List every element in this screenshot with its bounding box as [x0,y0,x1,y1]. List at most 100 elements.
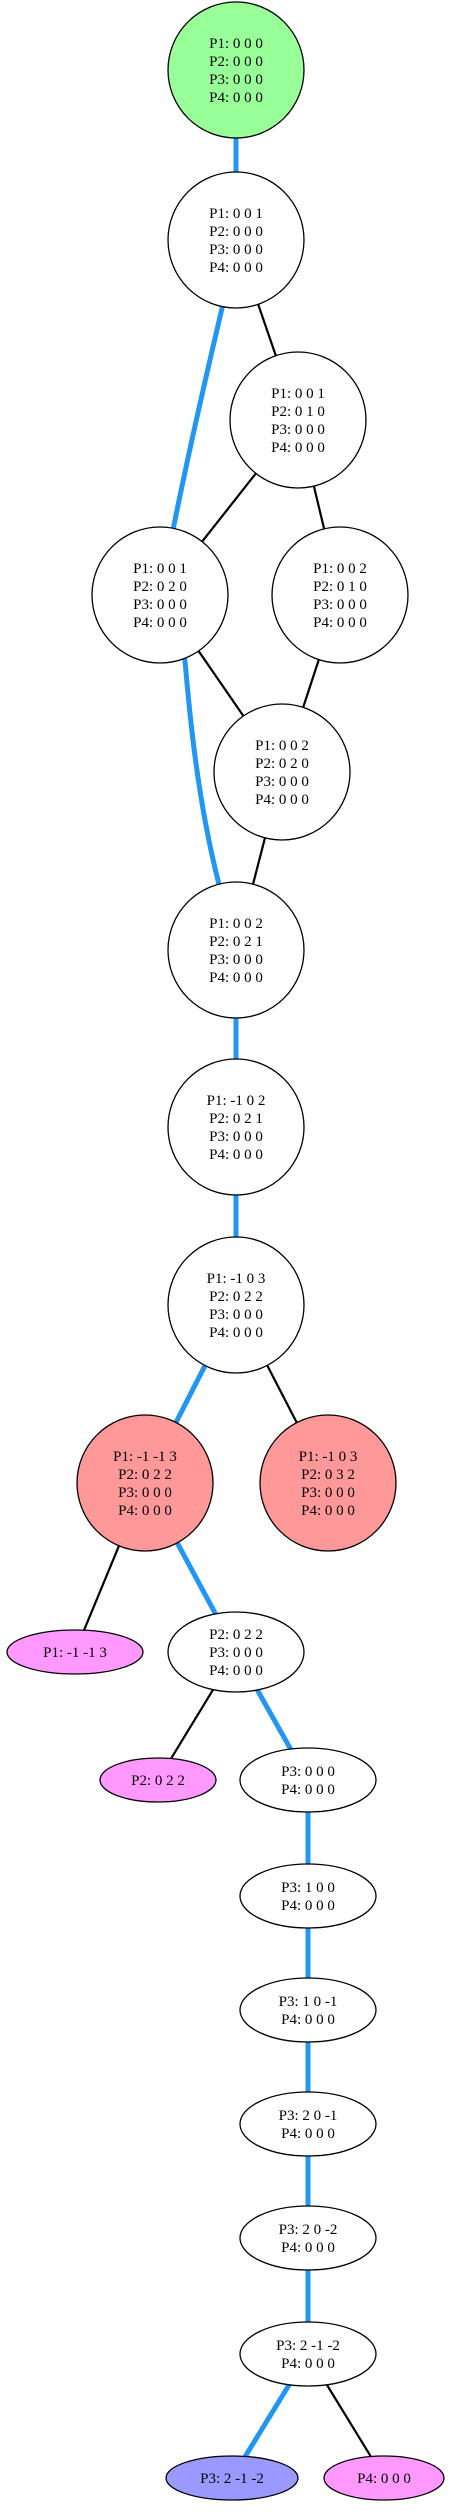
node-shape [76,1414,214,1552]
state-node-n19: P3: 2 0 -2 P4: 0 0 0 [239,2205,377,2271]
node-label-line: P2: 0 2 2 [209,1627,263,1643]
node-label-line: P4: 0 0 0 [281,1782,335,1798]
node-label-line: P4: 0 0 0 [209,1325,263,1341]
node-label-line: P3: 0 0 0 [255,774,309,790]
graph-edge [169,1688,215,1760]
state-node-n11: P1: -1 0 3P2: 0 3 2P3: 0 0 0P4: 0 0 0 [259,1414,397,1552]
node-label-line: P3: 0 0 0 [209,72,263,88]
node-label-line: P2: 0 1 0 [271,404,325,420]
node-shape [259,1414,397,1552]
state-node-n18: P3: 2 0 -1P4: 0 0 0 [239,2091,377,2157]
graph-edge [312,485,326,530]
node-label-line: P2: 0 2 0 [255,756,309,772]
graph-edge [197,649,245,718]
node-label-line: P3: 0 0 0 [133,597,187,613]
path-edge [173,1363,208,1425]
state-node-n20: P3: 2 -1 -2P4: 0 0 0 [239,2321,377,2387]
node-label-line: P1: -1 0 2 [207,1093,266,1109]
node-label-line: P2: 0 0 0 [209,54,263,70]
node-shape [239,2321,377,2387]
node-label-line: P1: 0 0 2 [255,738,309,754]
state-node-n9: P1: -1 0 3P2: 0 2 2P3: 0 0 0P4: 0 0 0 [167,1236,305,1374]
node-label-line: P4: 0 0 0 [271,440,325,456]
graph-edge [201,472,257,543]
state-node-n2: P1: 0 0 1 P2: 0 0 0 P3: 0 0 0 P4: 0 0 0 [167,171,305,309]
node-label-line: P3: 0 0 0 [271,422,325,438]
node-label-line: P4: 0 0 0 [118,1503,172,1519]
node-label-line: P2: 0 2 2 [131,1773,185,1789]
node-shape [229,351,367,489]
node-shape [271,526,409,664]
node-label-line: P3: 0 0 0 [301,1485,355,1501]
node-label-line: P3: 1 0 -1 [279,1994,338,2010]
node-label-line: P3: 2 -1 -2 [200,2471,264,2487]
node-label-line: P4: 0 0 0 [357,2471,411,2487]
state-node-n3: P1: 0 0 1P2: 0 1 0P3: 0 0 0P4: 0 0 0 [229,351,367,489]
node-label-line: P4: 0 0 0 [281,1898,335,1914]
node-label-line: P1: 0 0 2 [313,561,367,577]
state-node-n6: P1: 0 0 2 P2: 0 2 0 P3: 0 0 0 P4: 0 0 0 [213,703,351,841]
node-label-line: P3: 1 0 0 [281,1880,335,1896]
node-label-line: P4: 0 0 0 [209,1147,263,1163]
node-label-line: P3: 0 0 0 [313,597,367,613]
graph-edge [257,303,277,357]
state-node-n12: P1: -1 -1 3 [6,1629,144,1675]
node-label-line: P4: 0 0 0 [209,260,263,276]
node-label-line: P1: -1 0 3 [207,1271,266,1287]
state-node-n10: P1: -1 -1 3P2: 0 2 2P3: 0 0 0P4: 0 0 0 [76,1414,214,1552]
node-label-line: P1: 0 0 1 [133,561,187,577]
node-label-line: P2: 0 2 0 [133,579,187,595]
node-shape [323,2455,445,2501]
node-shape [167,1611,305,1693]
node-label-line: P4: 0 0 0 [209,90,263,106]
node-label-line: P3: 0 0 0 [209,1129,263,1145]
node-label-line: P3: 0 0 0 [209,952,263,968]
node-label-line: P3: 0 0 0 [209,242,263,258]
state-node-n21: P3: 2 -1 -2 [165,2455,299,2501]
state-node-n8: P1: -1 0 2 P2: 0 2 1 P3: 0 0 0 P4: 0 0 0 [167,1058,305,1196]
node-label-line: P4: 0 0 0 [301,1503,355,1519]
node-label-line: P4: 0 0 0 [281,2012,335,2028]
graph-edge [302,658,320,709]
node-label-line: P4: 0 0 0 [209,970,263,986]
node-shape [239,1863,377,1929]
node-label-line: P2: 0 2 2 [209,1289,263,1305]
state-node-n4: P1: 0 0 1P2: 0 2 0P3: 0 0 0P4: 0 0 0 [91,526,229,664]
node-shape [239,2091,377,2157]
state-node-n16: P3: 1 0 0 P4: 0 0 0 [239,1863,377,1929]
node-shape [91,526,229,664]
state-node-n1: P1: 0 0 0 P2: 0 0 0 P3: 0 0 0 P4: 0 0 0 [167,1,305,139]
node-label-line: P4: 0 0 0 [281,2240,335,2256]
node-shape [167,881,305,1019]
node-label-line: P3: 0 0 0 [209,1645,263,1661]
graph-edge [82,1544,121,1632]
path-edge [254,1687,294,1752]
path-edge [182,655,222,887]
node-label-line: P3: 2 0 -2 [279,2222,338,2238]
node-shape [167,171,305,309]
node-label-line: P2: 0 2 2 [118,1467,172,1483]
node-label-line: P3: 0 0 0 [281,1764,335,1780]
graph-edge [251,836,267,886]
state-node-n14: P2: 0 2 2 [99,1757,217,1803]
node-shape [167,1058,305,1196]
node-shape [239,1977,377,2043]
node-label-line: P1: 0 0 0 [209,36,263,52]
graph-edges [82,135,372,2459]
node-shape [99,1757,217,1803]
node-label-line: P2: 0 2 1 [209,1111,263,1127]
node-shape [167,1,305,139]
node-shape [239,1747,377,1813]
state-node-n13: P2: 0 2 2P3: 0 0 0P4: 0 0 0 [167,1611,305,1693]
state-node-n7: P1: 0 0 2P2: 0 2 1P3: 0 0 0P4: 0 0 0 [167,881,305,1019]
node-label-line: P4: 0 0 0 [281,2356,335,2372]
node-shape [6,1629,144,1675]
node-shape [167,1236,305,1374]
node-label-line: P1: 0 0 1 [209,206,263,222]
state-node-n17: P3: 1 0 -1 P4: 0 0 0 [239,1977,377,2043]
node-label-line: P1: -1 -1 3 [43,1645,107,1661]
node-label-line: P3: 0 0 0 [118,1485,172,1501]
node-label-line: P2: 0 0 0 [209,224,263,240]
node-label-line: P4: 0 0 0 [255,792,309,808]
